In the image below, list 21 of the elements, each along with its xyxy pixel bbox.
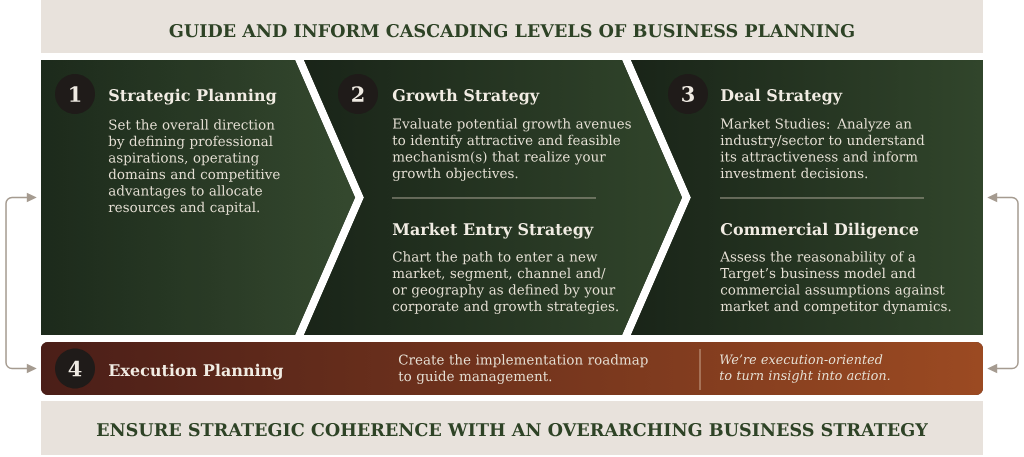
tagline: We’re execution-oriented to turn insight into action. (719, 354, 890, 383)
heading: Commercial Diligence (720, 222, 919, 239)
chevron-panel (631, 60, 983, 335)
description: Chart the path to enter a new market, segment, channel and/ or geography as defined by your corporate and growth strategies. (392, 251, 618, 314)
heading: Growth Strategy (392, 88, 540, 105)
heading: Market Entry Strategy (392, 222, 594, 239)
number-badge: 2 (338, 74, 378, 114)
description: Market Studies: Analyze an industry/sector to understand its attractiveness and inform investment decisions. (720, 118, 925, 179)
heading: Deal Strategy (720, 88, 843, 105)
description: Set the overall direction by defining professional aspirations, operating domains and competitive advantages to allocate resources and capital. (108, 119, 280, 215)
banner: ENSURE STRATEGIC COHERENCE WITH AN OVERARCHING BUSINESS STRATEGY (41, 401, 983, 455)
description: Evaluate potential growth avenues to identify attractive and feasible mechanism(s) that realize your growth objectives. (392, 118, 631, 181)
number-badge: 4 (55, 348, 95, 389)
heading: Strategic Planning (109, 88, 277, 105)
description: Create the implementation roadmap to guide management. (398, 354, 648, 384)
number-badge: 3 (668, 74, 708, 114)
banner-bar (41, 342, 983, 395)
description: Assess the reasonability of a Target’s business model and commercial assumptions against market and competitor dynamics. (720, 251, 951, 314)
number-badge: 1 (55, 74, 95, 114)
banner: GUIDE AND INFORM CASCADING LEVELS OF BUSINESS PLANNING (41, 0, 983, 53)
heading: Execution Planning (108, 363, 284, 380)
